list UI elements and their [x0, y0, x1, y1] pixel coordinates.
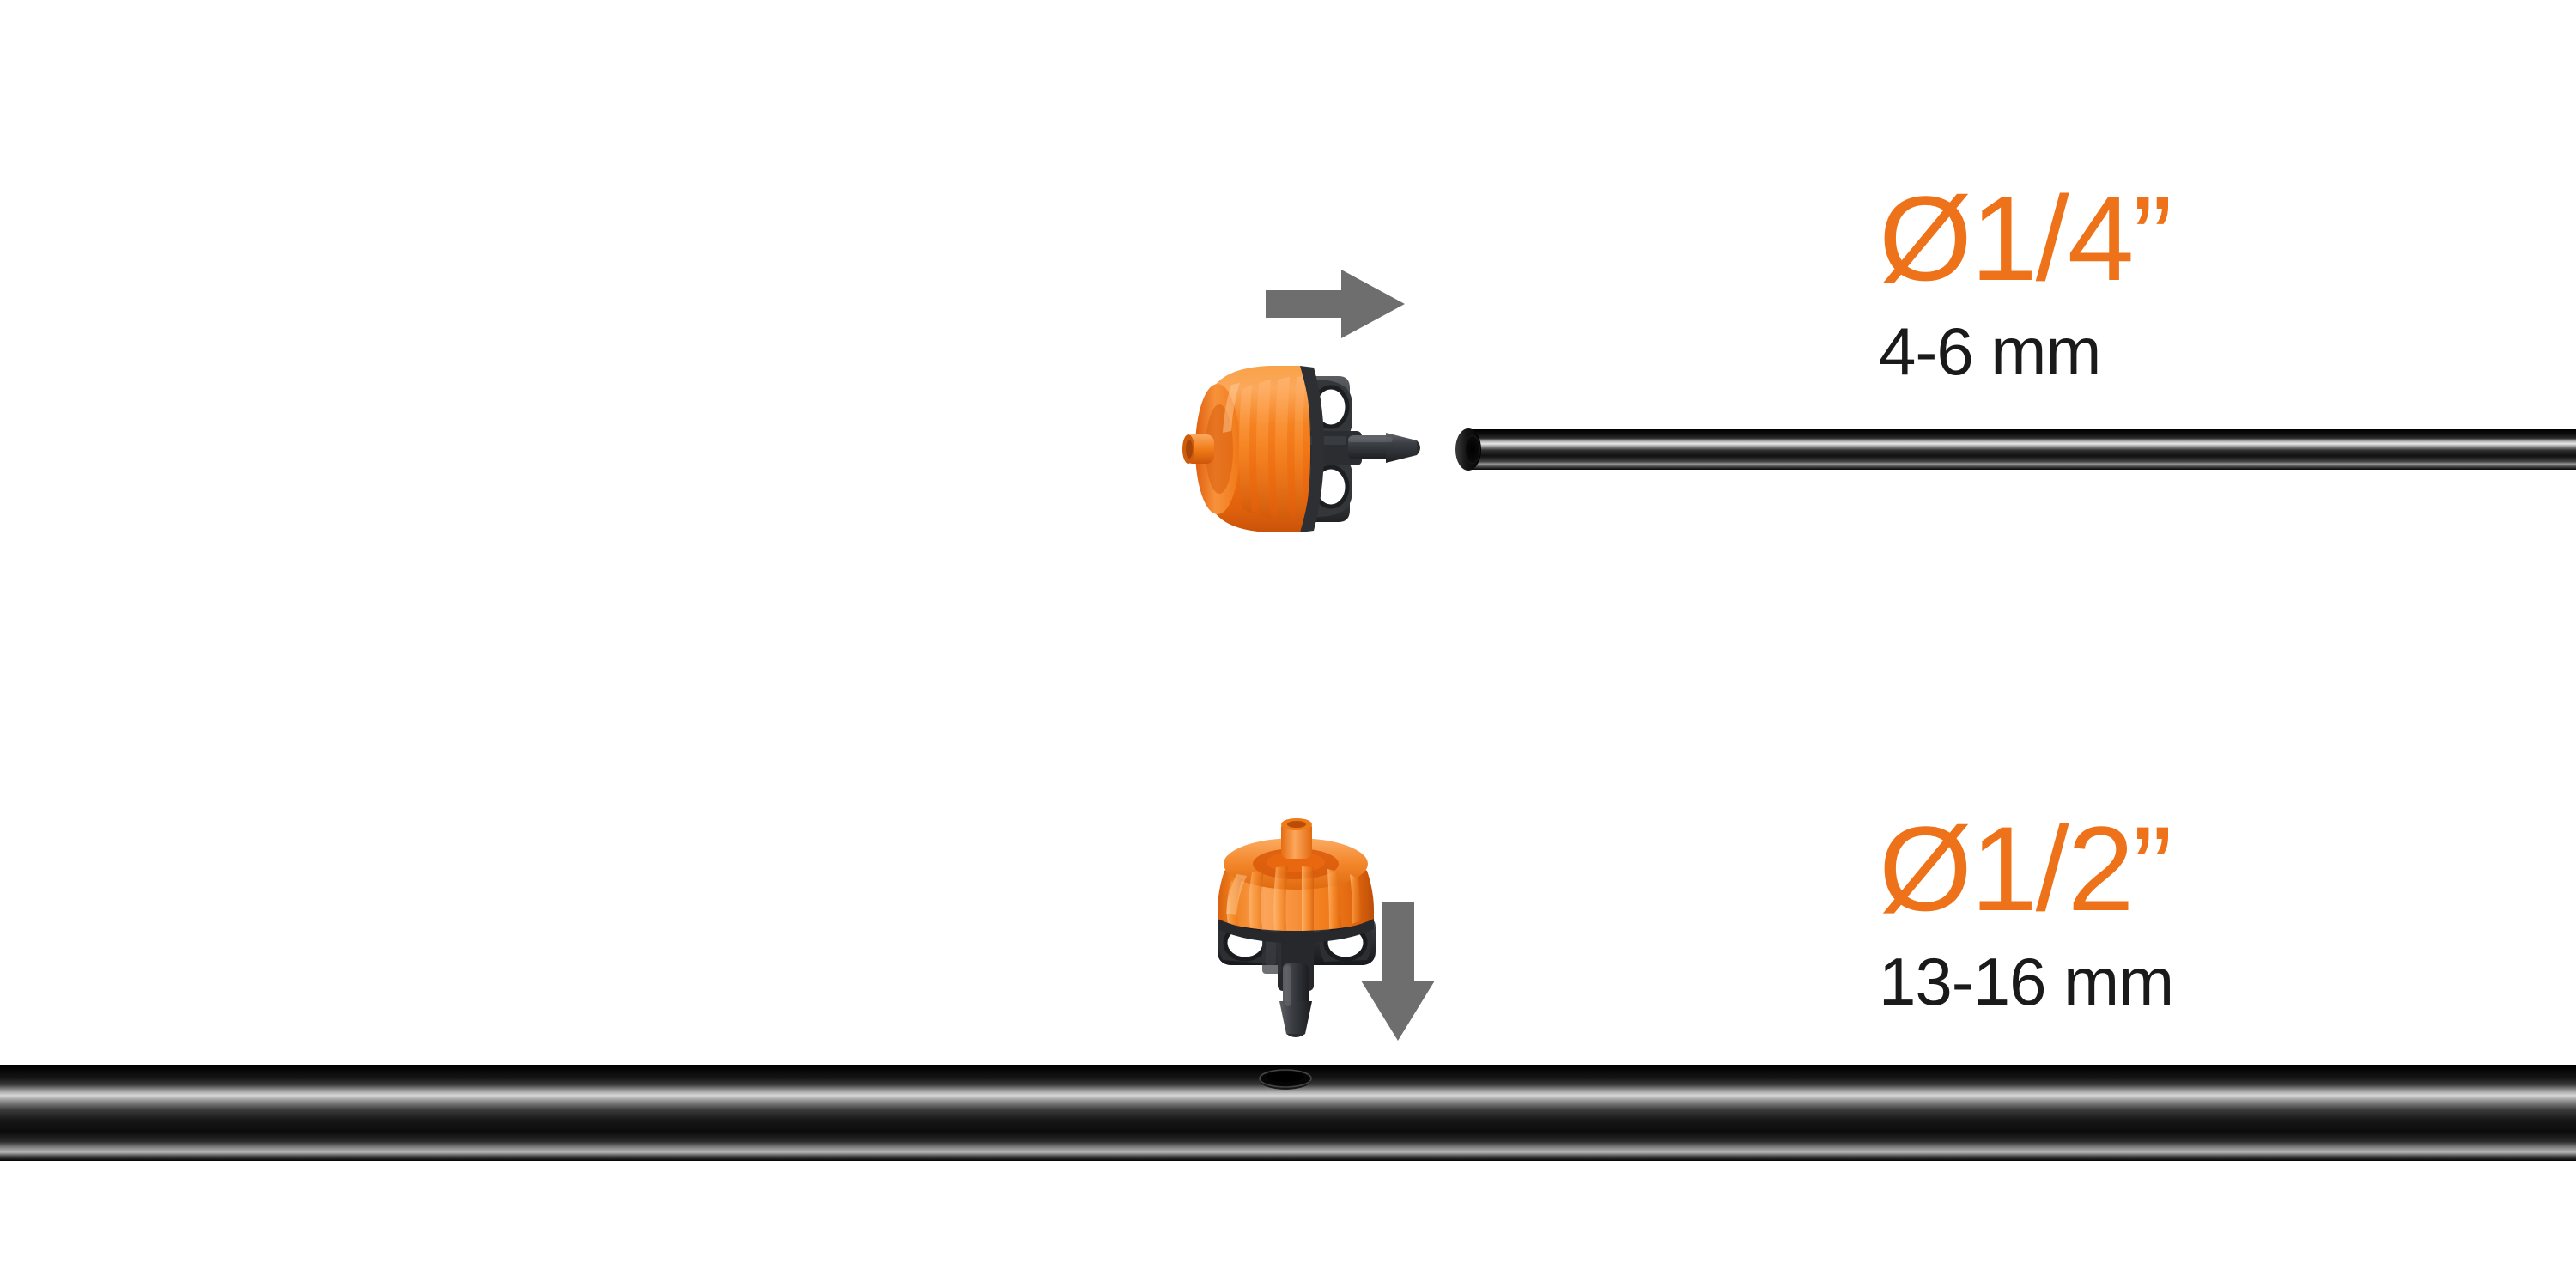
- cap-spout: [1281, 818, 1312, 859]
- connector-vertical: [1218, 818, 1376, 1037]
- spec-quarter-inch: Ø1/4” 4-6 mm: [1879, 171, 2172, 389]
- spec-half-inch: Ø1/2” 13-16 mm: [1879, 801, 2174, 1019]
- thick-main-hose: [0, 1065, 2576, 1161]
- orange-cap: [1182, 366, 1324, 532]
- spec-metric-label: 13-16 mm: [1879, 944, 2174, 1019]
- arrow-right-icon: [1266, 270, 1405, 338]
- cap-spout: [1182, 434, 1214, 464]
- spec-imperial-label: Ø1/2”: [1879, 801, 2172, 936]
- hose-port-hole: [1259, 1069, 1312, 1090]
- barb-outlet-right: [1348, 433, 1420, 463]
- cap-ribs: [1226, 866, 1362, 931]
- spec-imperial-label: Ø1/4”: [1879, 171, 2172, 306]
- connector-horizontal: [1182, 366, 1420, 532]
- thin-supply-tube: [1455, 428, 2576, 471]
- cap-ribs: [1239, 376, 1305, 522]
- arrow-down-icon: [1361, 902, 1435, 1041]
- barb-outlet-down: [1279, 963, 1312, 1037]
- orange-cap: [1218, 818, 1374, 943]
- spec-metric-label: 4-6 mm: [1879, 313, 2101, 389]
